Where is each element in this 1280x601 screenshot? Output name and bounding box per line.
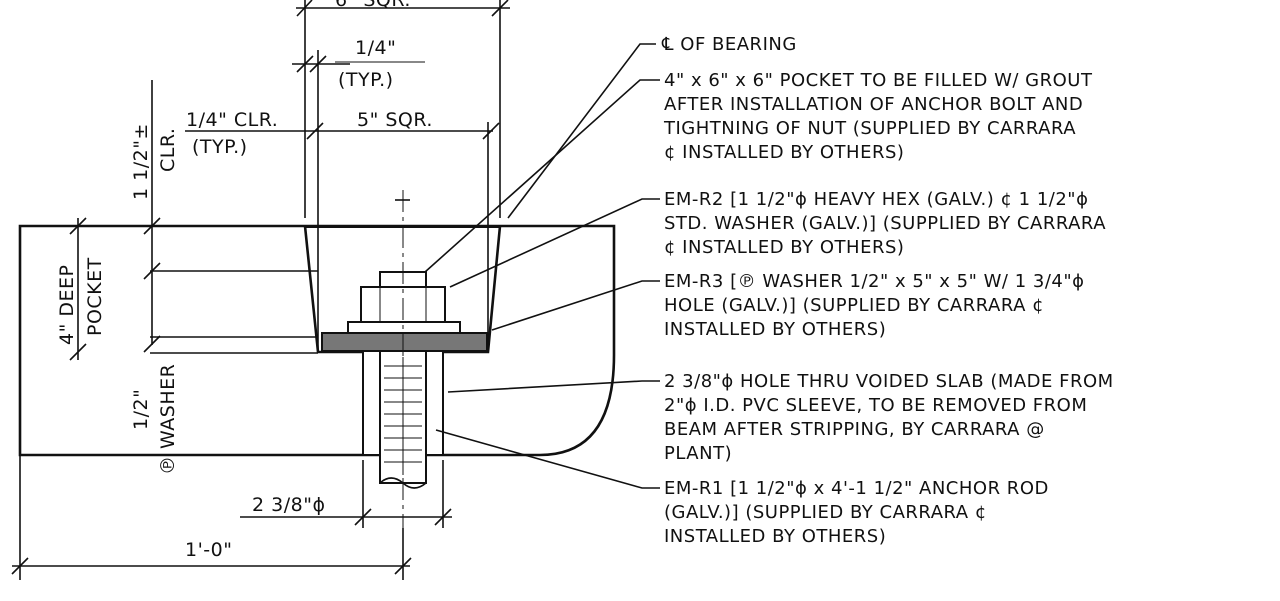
dim-hole-dia: 2 3/8"ϕ [252,494,325,516]
dim-washer: 1/2" [130,389,152,430]
callout-em-r3: EM-R3 [℗ WASHER 1/2" x 5" x 5" W/ 1 3/4"… [664,271,1091,340]
dim-one-half-clr: 1 1/2"± [130,123,152,200]
leader-lines [424,43,660,489]
concrete-slab [18,224,616,457]
callout-notes: ℄ OF BEARING 4" x 6" x 6" POCKET TO BE F… [661,34,1120,547]
dim-five-sqr: 5" SQR. [357,109,433,131]
dim-quarter-typ-note: (TYP.) [338,69,394,91]
dim-overall-width: 1'-0" [185,539,233,561]
dim-deep: 4" DEEP [56,265,78,345]
plate-washer [321,332,488,352]
callout-em-r1: EM-R1 [1 1/2"ϕ x 4'-1 1/2" ANCHOR ROD (G… [664,478,1055,547]
dim-quarter-typ: 1/4" [355,37,396,59]
dim-one-half-clr-note: CLR. [157,128,179,172]
dim-top-sqr: 6" SQR. [335,0,411,11]
dim-washer-note: ℗ WASHER [157,364,179,475]
callout-bearing: ℄ OF BEARING [661,34,797,55]
callout-slab-hole: 2 3/8"ϕ HOLE THRU VOIDED SLAB (MADE FROM… [664,371,1120,464]
dim-deep-note: POCKET [84,257,106,336]
std-washer [347,321,461,334]
callout-pocket: 4" x 6" x 6" POCKET TO BE FILLED W/ GROU… [663,70,1099,163]
dim-clr: 1/4" CLR. [186,109,278,131]
dim-clr-note: (TYP.) [192,136,248,158]
callout-em-r2: EM-R2 [1 1/2"ϕ HEAVY HEX (GALV.) ¢ 1 1/2… [664,189,1112,258]
